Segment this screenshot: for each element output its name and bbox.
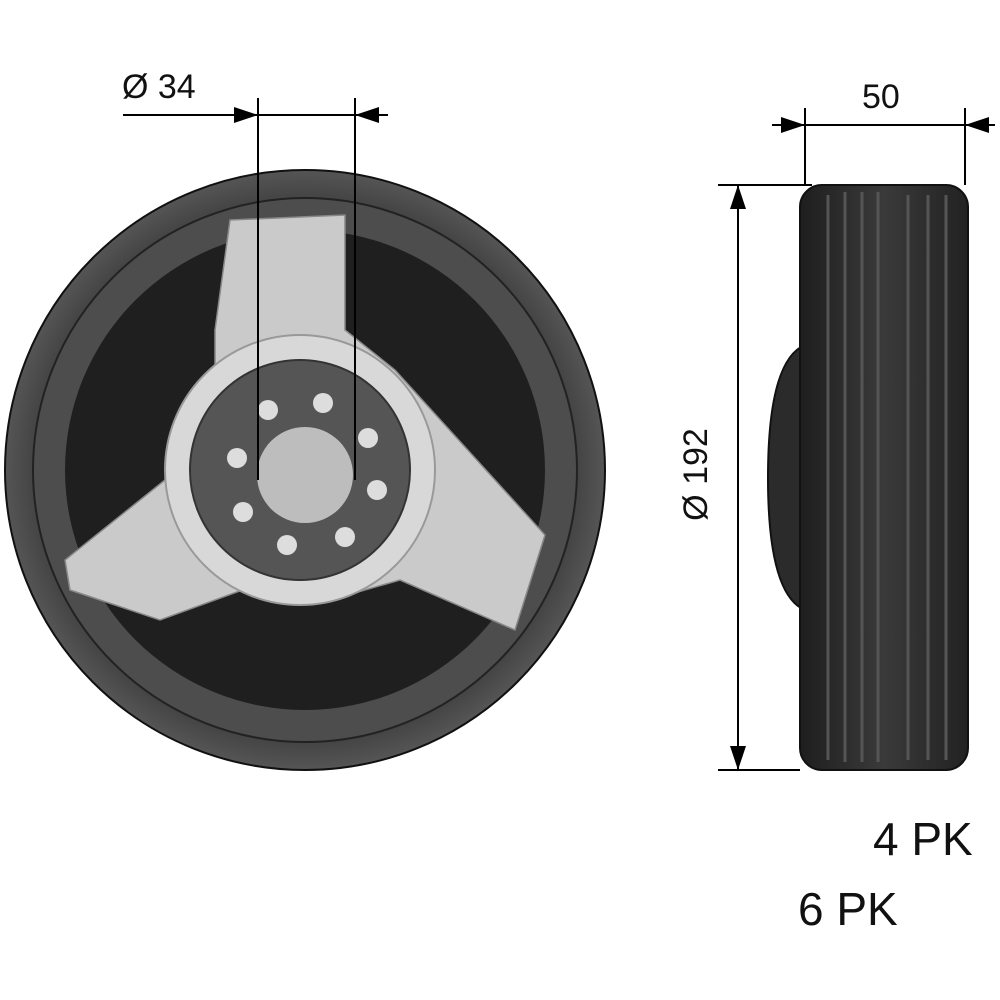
side-view [766,184,969,771]
bore-diameter-label: Ø 34 [122,68,196,106]
front-view [4,169,606,771]
dimension-lines [123,98,995,771]
bolt-holes [227,393,387,555]
center-bore [257,427,353,523]
hub-boss [766,343,806,612]
belt-grooves [826,192,948,762]
belt-profile-6pk: 6 PK [798,883,898,935]
belt-profile-4pk: 4 PK [873,813,973,865]
width-label: 50 [862,78,900,116]
outer-diameter-label: Ø 192 [676,428,715,521]
pulley-side [799,184,969,771]
